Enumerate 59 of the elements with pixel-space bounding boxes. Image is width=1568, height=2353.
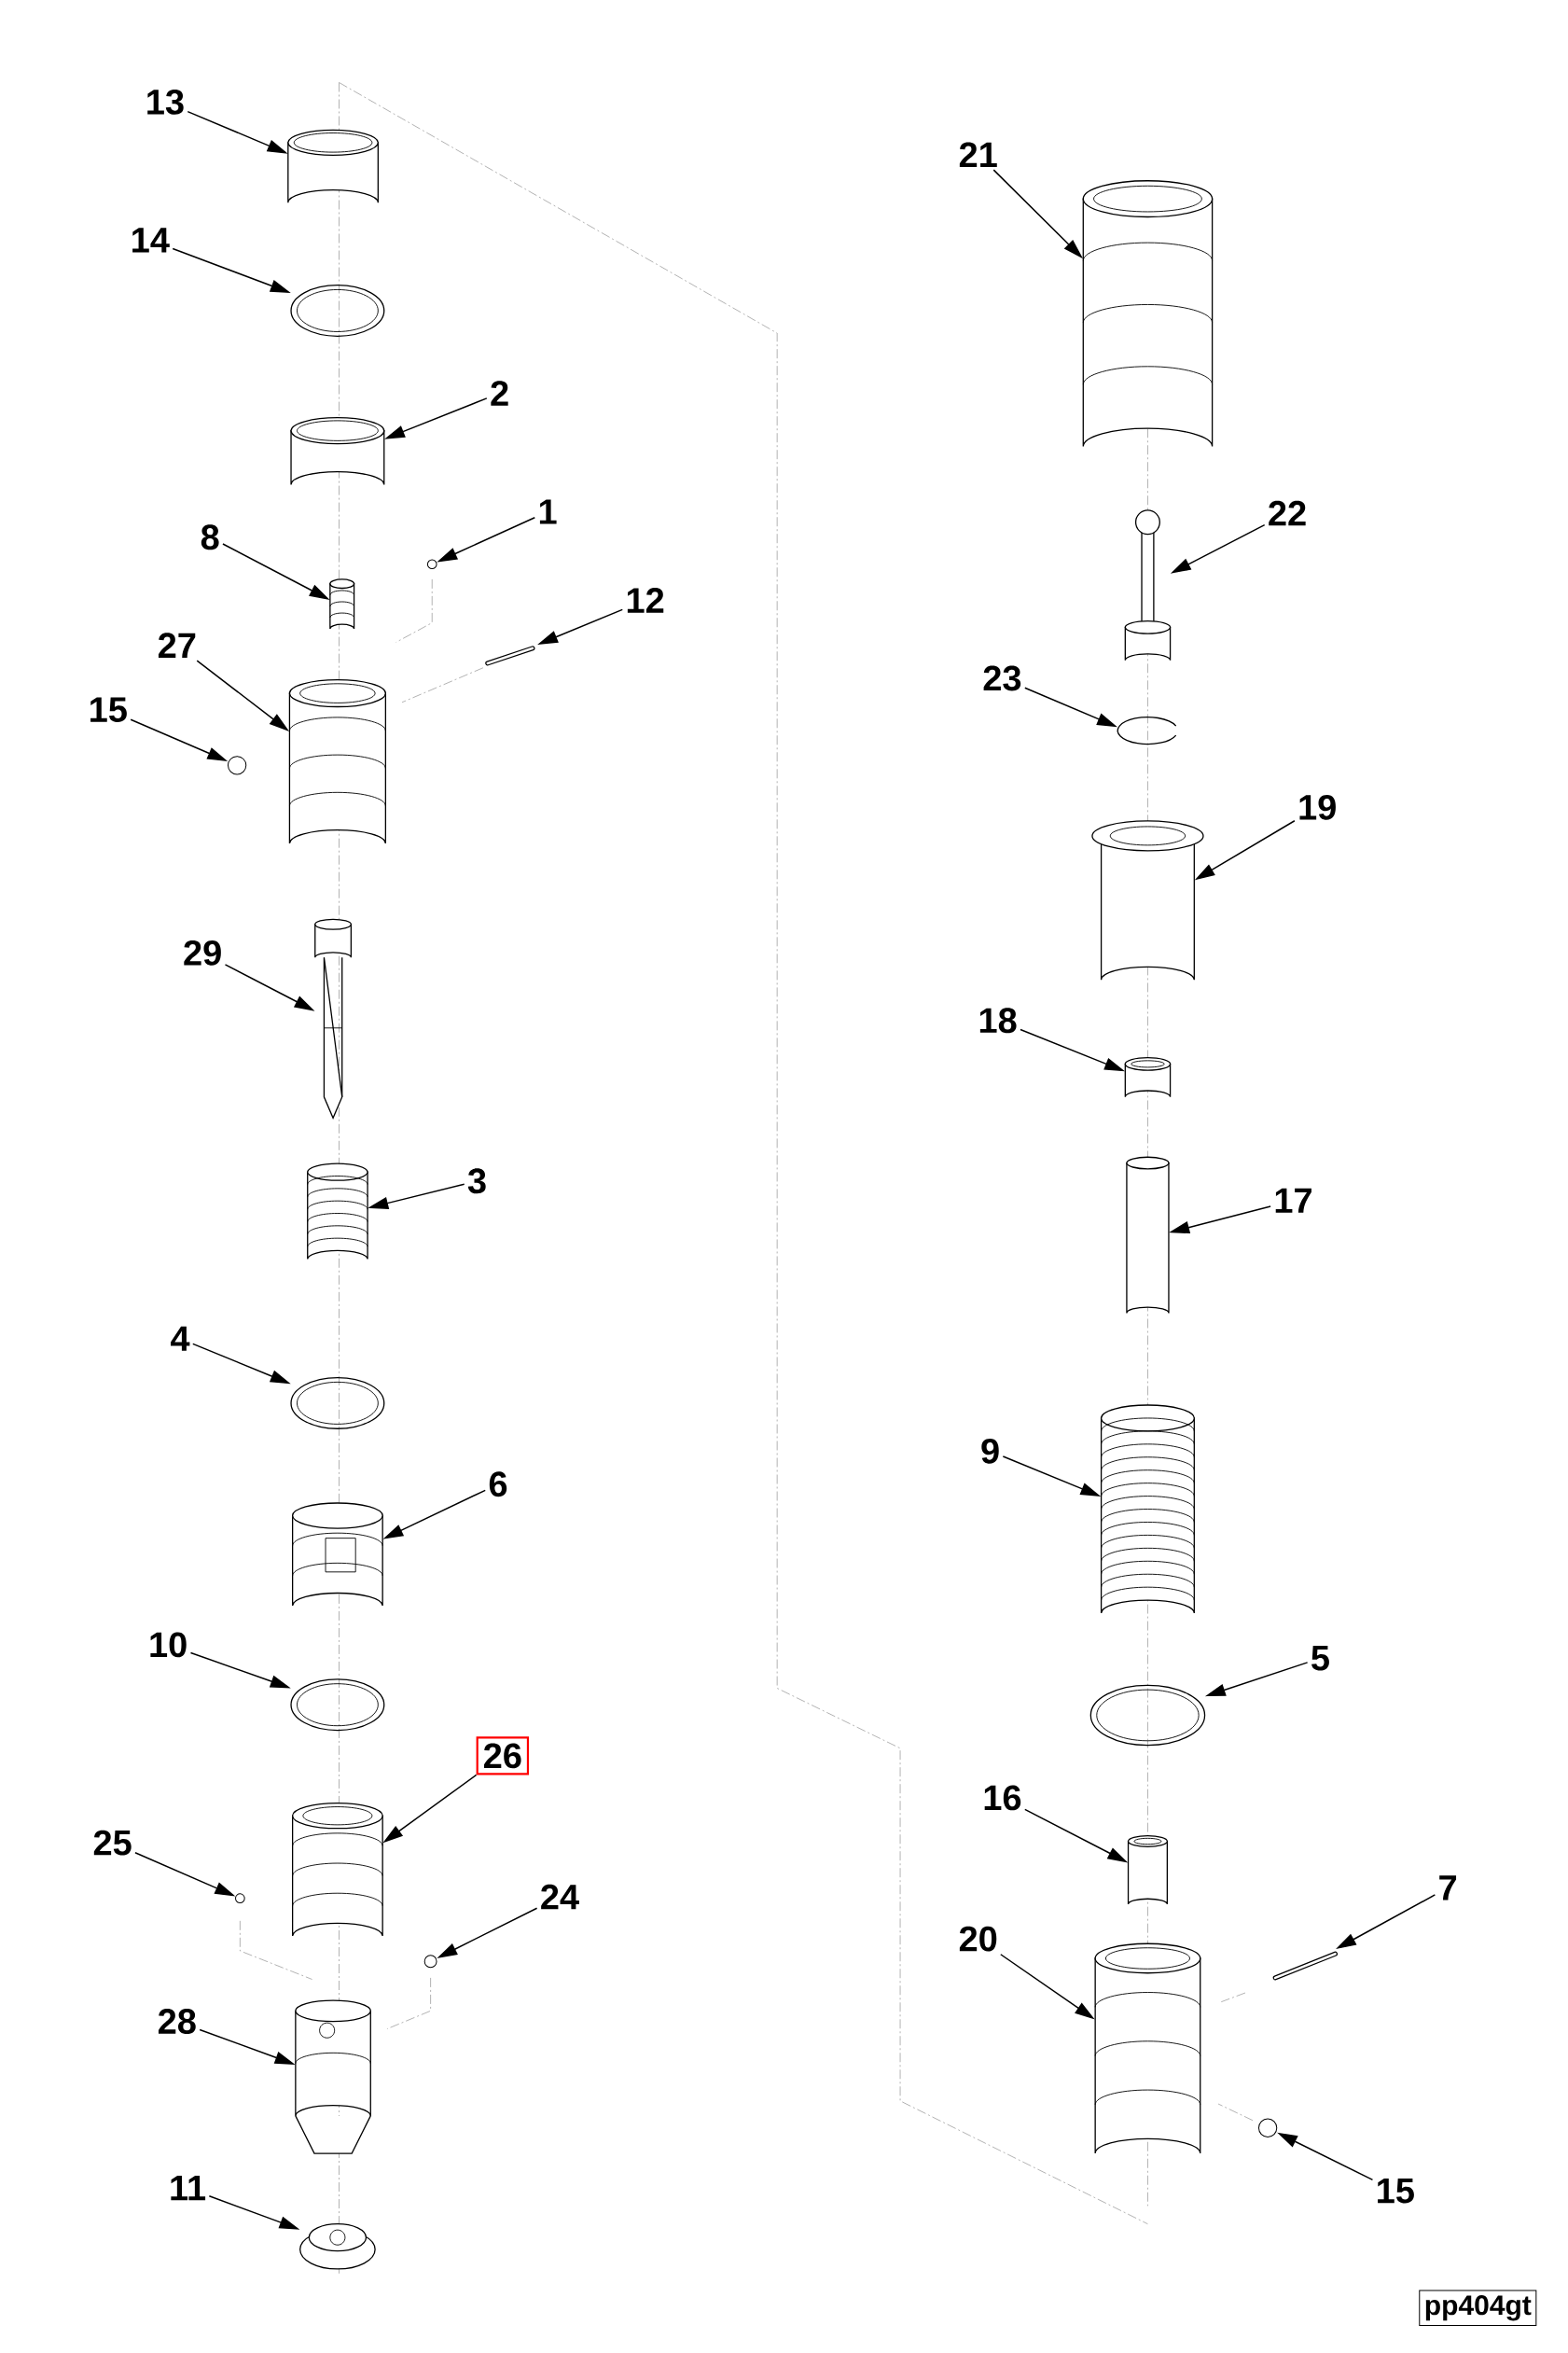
part-drawing xyxy=(290,1376,385,1429)
callout-number: 15 xyxy=(90,697,127,723)
cylinder-part-drawing xyxy=(287,129,380,203)
round-part-drawing xyxy=(1258,2118,1278,2137)
part-drawing xyxy=(485,646,535,666)
callout-number: 3 xyxy=(467,1168,486,1194)
part-drawing xyxy=(1124,509,1172,661)
callout-number: 17 xyxy=(1275,1188,1312,1213)
callout-number: 14 xyxy=(132,228,170,253)
round-part-drawing xyxy=(423,1955,437,1969)
part-drawing xyxy=(1101,1404,1196,1614)
part-drawing xyxy=(299,2223,376,2270)
callout-number: 26 xyxy=(476,1736,530,1775)
part-drawing xyxy=(290,1678,385,1732)
part-drawing xyxy=(1089,1684,1206,1747)
part-drawing xyxy=(1094,1942,1201,2154)
part-drawing xyxy=(1272,1951,1339,1981)
cylinder-part-drawing xyxy=(290,417,385,486)
callout-number: 23 xyxy=(983,665,1021,691)
callout-number: 8 xyxy=(201,524,219,550)
part-drawing xyxy=(314,918,353,1120)
cylinder-part-drawing xyxy=(1128,1835,1169,1905)
callout-number: 6 xyxy=(489,1471,507,1497)
callout-number: 13 xyxy=(147,89,184,115)
part-drawing xyxy=(307,1163,368,1260)
figure-id: pp404gt xyxy=(1419,2290,1537,2326)
callout-number: 11 xyxy=(171,2176,206,2201)
callout-number: 27 xyxy=(159,633,196,658)
part-drawing xyxy=(290,284,385,337)
part-drawing xyxy=(1117,717,1177,745)
callout-number: 7 xyxy=(1439,1875,1457,1900)
cylinder-part-drawing xyxy=(1091,820,1204,981)
callout-number: 9 xyxy=(981,1438,999,1464)
cylinder-part-drawing xyxy=(1124,1057,1172,1098)
callout-number: 4 xyxy=(171,1326,190,1351)
callout-number: 16 xyxy=(984,1785,1021,1811)
round-part-drawing xyxy=(427,559,437,570)
callout-number: 10 xyxy=(150,1632,187,1658)
callout-number: 28 xyxy=(159,2009,196,2034)
callout-number: 21 xyxy=(960,142,997,167)
part-drawing xyxy=(329,578,355,630)
callout-number: 18 xyxy=(979,1008,1017,1034)
callout-number: 22 xyxy=(1269,500,1306,526)
callout-number: 19 xyxy=(1299,794,1337,820)
callout-number: 25 xyxy=(93,1830,132,1856)
part-drawing xyxy=(292,1803,383,1937)
callout-number: 1 xyxy=(540,499,557,524)
callout-number: 20 xyxy=(960,1926,997,1952)
callout-number: 2 xyxy=(491,381,508,406)
callout-number: 24 xyxy=(541,1884,579,1910)
round-part-drawing xyxy=(228,756,247,775)
callout-number: 5 xyxy=(1311,1646,1330,1671)
part-drawing xyxy=(1082,180,1214,448)
cylinder-part-drawing xyxy=(1126,1156,1170,1315)
callout-number: 29 xyxy=(184,940,221,966)
callout-number: 15 xyxy=(1378,2179,1414,2204)
part-drawing xyxy=(288,679,387,844)
callout-number: 12 xyxy=(628,588,664,613)
round-part-drawing xyxy=(235,1893,245,1903)
